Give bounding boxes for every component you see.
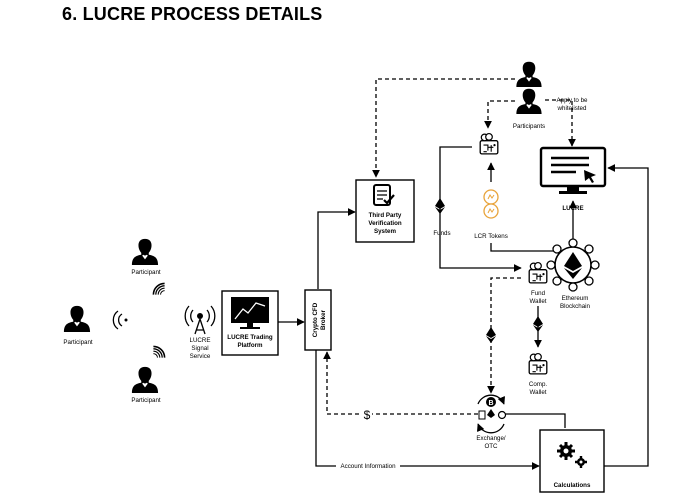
person-icon xyxy=(516,88,542,114)
computer-cursor-icon xyxy=(539,146,607,194)
crypto-cfd-broker: Crypto CFD Broker xyxy=(304,289,332,351)
signal-service-line-3: Service xyxy=(190,353,211,360)
trading-platform-line-1: LUCRE Trading xyxy=(227,334,273,341)
verification-line-1: Third Party xyxy=(369,212,402,219)
comp-wallet-line-1: Comp. xyxy=(529,381,548,388)
participant-top-label: Participant xyxy=(131,269,161,276)
signal-service-line-2: Signal xyxy=(191,345,208,352)
trading-platform-line-2: Platform xyxy=(237,342,263,349)
ethereum-icon xyxy=(435,198,445,214)
blockchain-line-1: Ethereum xyxy=(562,295,589,302)
lucre-signal-service: LUCRE Signal Service xyxy=(184,305,216,360)
fund-wallet-line-1: Fund xyxy=(531,290,546,297)
signal-waves-icon xyxy=(152,282,166,296)
fund-wallet-icon xyxy=(528,261,548,284)
ethereum-blockchain: Ethereum Blockchain xyxy=(546,238,600,310)
participants-group-label: Participants xyxy=(513,123,545,130)
svg-text:B: B xyxy=(488,400,493,407)
blockchain-to-lcr-tokens xyxy=(490,243,556,252)
signal-waves-icon xyxy=(152,345,166,359)
exchange-line-2: OTC xyxy=(484,443,498,450)
lcr-token-coins-icon xyxy=(483,189,499,219)
participant-bottom-label: Participant xyxy=(131,397,161,404)
lucre-label: LUCRE xyxy=(562,205,583,212)
fund-wallet-line-2: Wallet xyxy=(530,298,547,305)
exchange-line-1: Exchange/ xyxy=(476,435,506,442)
broadcast-tower-icon xyxy=(184,305,216,335)
person-icon xyxy=(63,305,91,332)
comp-wallet-icon xyxy=(528,352,548,375)
dashed-wallet-to-exchange xyxy=(487,277,521,394)
dollar-sign: $ xyxy=(364,408,371,422)
third-party-verification: Third Party Verification System xyxy=(355,179,415,243)
ethereum-icon xyxy=(486,327,496,343)
signal-waves-icon xyxy=(112,310,128,330)
lcr-tokens-label: LCR Tokens xyxy=(474,233,508,240)
crypto-exchange-icon: B xyxy=(476,394,507,434)
broker-to-verification xyxy=(317,208,356,289)
participant-left: Participant xyxy=(63,305,93,346)
account-information-line xyxy=(315,350,540,470)
person-icon xyxy=(131,238,159,265)
lucre-computer: LUCRE xyxy=(539,146,607,212)
exchange-to-calculations xyxy=(505,413,566,428)
checklist-icon xyxy=(373,184,395,206)
funds-label: Funds xyxy=(433,230,450,237)
blockchain-line-2: Blockchain xyxy=(560,303,590,310)
dashed-participants-to-wallet xyxy=(484,100,515,129)
broker-line-1: Crypto CFD xyxy=(312,302,319,337)
whitelist-line-2: whitelisted xyxy=(557,105,587,112)
signal-service-line-1: LUCRE xyxy=(190,337,211,344)
participant-bottom: Participant xyxy=(131,366,161,404)
comp-wallet-line-2: Wallet xyxy=(530,389,547,396)
wallet-icon xyxy=(479,132,499,155)
dashed-participants-to-verification xyxy=(372,78,515,178)
broker-line-2: Broker xyxy=(320,309,327,330)
page-title: 6. LUCRE PROCESS DETAILS xyxy=(62,4,323,24)
calculations: Calculations xyxy=(539,429,605,493)
blockchain-network-icon xyxy=(546,238,600,292)
funds-line xyxy=(439,146,522,272)
ethereum-icon xyxy=(533,316,543,332)
gears-icon xyxy=(557,442,587,468)
participant-left-label: Participant xyxy=(63,339,93,346)
person-icon xyxy=(516,61,542,87)
monitor-chart-icon xyxy=(231,297,269,329)
verification-line-3: System xyxy=(374,228,397,235)
person-icon xyxy=(131,366,159,393)
verification-line-2: Verification xyxy=(368,220,402,227)
calculations-to-lucre xyxy=(604,164,649,467)
dashed-participants-to-lucre xyxy=(545,99,576,147)
connectors xyxy=(278,78,649,470)
lucre-trading-platform: LUCRE Trading Platform xyxy=(221,290,279,356)
whitelist-line-1: Apply to be xyxy=(557,97,589,104)
participant-top: Participant xyxy=(131,238,161,276)
dashed-exchange-to-broker xyxy=(323,351,478,415)
exchange-otc: B Exchange/ OTC xyxy=(476,394,507,450)
calculations-label: Calculations xyxy=(554,482,591,489)
account-information-label: Account Information xyxy=(340,463,396,470)
